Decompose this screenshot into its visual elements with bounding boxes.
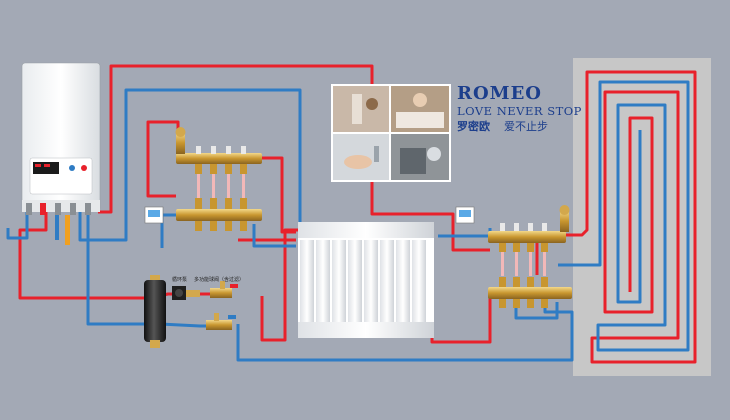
return-pipes	[6, 88, 574, 362]
brand-name: ROMEO	[457, 83, 542, 104]
brand-cn-line: 罗密欧 爱不止步	[457, 119, 582, 135]
floor-coil-return	[558, 80, 690, 352]
brand-cn-slogan: 爱不止步	[504, 120, 548, 133]
brand-tagline: LOVE NEVER STOP	[457, 104, 582, 118]
radiator	[298, 222, 434, 338]
boiler-display	[33, 162, 59, 174]
buffer-tank	[144, 275, 166, 348]
upper-right-manifold	[488, 205, 570, 276]
thermostat-right	[455, 206, 475, 224]
return-ball-valve	[206, 313, 236, 330]
lifestyle-photo-collage	[331, 84, 451, 182]
filter-ball-valve	[210, 281, 238, 298]
upper-left-manifold	[175, 127, 262, 174]
lower-right-manifold	[488, 277, 572, 308]
floor-coil-supply	[557, 70, 697, 364]
wall-boiler	[21, 62, 101, 245]
lower-left-manifold	[176, 174, 262, 231]
brand-block: ROMEO LOVE NEVER STOP 罗密欧 爱不止步	[457, 84, 582, 135]
thermostat-left	[144, 206, 164, 224]
brand-cn-name: 罗密欧	[457, 120, 490, 133]
pump-label: 循环泵	[172, 277, 188, 283]
filter-valve-label: 多功能球阀（含过滤）	[194, 277, 245, 283]
circulation-pump	[172, 286, 200, 300]
